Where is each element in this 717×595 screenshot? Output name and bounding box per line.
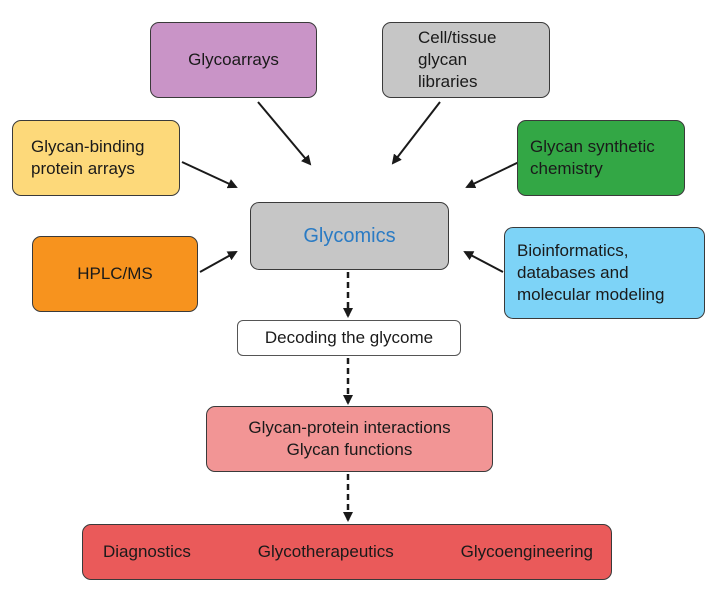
glycan-binding-label: Glycan-binding protein arrays (31, 137, 145, 178)
cell-tissue-box: Cell/tissue glycan libraries (382, 22, 550, 98)
output-glycotherapeutics: Glycotherapeutics (257, 542, 394, 561)
glycomics-label: Glycomics (303, 225, 396, 247)
synthetic-chemistry-box: Glycan synthetic chemistry (517, 120, 685, 196)
cell-tissue-label: Cell/tissue glycan libraries (418, 28, 497, 91)
bioinformatics-box: Bioinformatics, databases and molecular … (504, 227, 705, 319)
interactions-label: Glycan-protein interactions Glycan funct… (248, 418, 451, 459)
bioinformatics-label: Bioinformatics, databases and molecular … (517, 241, 665, 304)
hplc-ms-label: HPLC/MS (77, 264, 153, 283)
arrow-glycan-binding-to-glycomics (181, 161, 238, 189)
glycoarrays-box: Glycoarrays (150, 22, 317, 98)
synthetic-chemistry-label: Glycan synthetic chemistry (530, 137, 655, 178)
glycoarrays-label: Glycoarrays (188, 50, 279, 69)
arrow-glycoarrays-to-glycomics (257, 101, 312, 166)
interactions-box: Glycan-protein interactions Glycan funct… (206, 406, 493, 472)
arrow-synthetic-to-glycomics (465, 161, 520, 189)
output-glycoengineering: Glycoengineering (460, 542, 593, 561)
arrow-cell-tissue-to-glycomics (391, 101, 441, 165)
glycan-binding-box: Glycan-binding protein arrays (12, 120, 180, 196)
arrow-bioinformatics-to-glycomics (463, 251, 504, 273)
hplc-ms-box: HPLC/MS (32, 236, 198, 312)
decoding-label: Decoding the glycome (264, 328, 434, 347)
arrow-hplc-to-glycomics (199, 251, 238, 273)
glycomics-box: Glycomics (250, 202, 449, 270)
outputs-box: Diagnostics Glycotherapeutics Glycoengin… (82, 524, 612, 580)
decoding-box: Decoding the glycome (237, 320, 461, 356)
output-diagnostics: Diagnostics (103, 542, 191, 561)
